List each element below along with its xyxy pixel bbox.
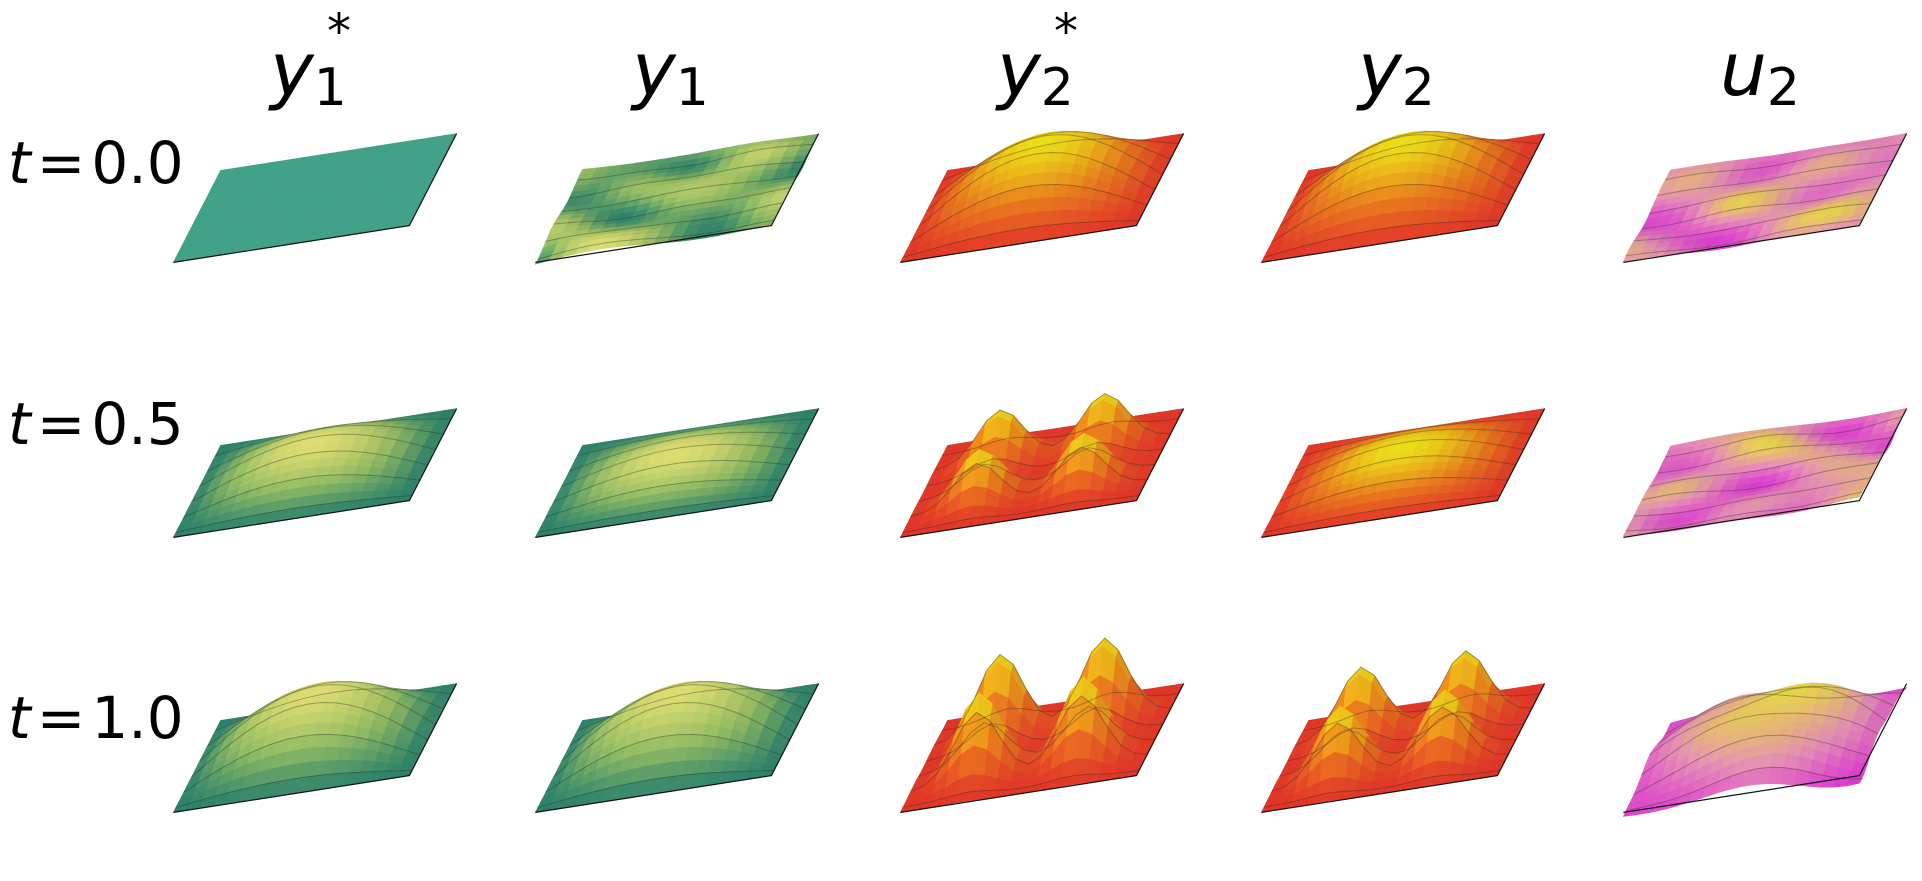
surface-edge (900, 133, 1185, 263)
column-header-var: y (1356, 27, 1403, 113)
contour-line (1303, 138, 1540, 182)
surface-panel-r1-c4 (1260, 130, 1546, 263)
contour-line (1263, 220, 1501, 258)
surface-panels (172, 130, 1908, 817)
surface-facet (1628, 520, 1645, 527)
contour-line (553, 187, 790, 225)
surface-panel-r3-c5 (1622, 682, 1908, 817)
surface-panel-r3-c3 (899, 637, 1185, 813)
column-header-var: y (995, 27, 1042, 113)
column-header-var: y (268, 27, 315, 113)
surface-panel-r1-c1 (172, 133, 458, 263)
column-header-sup: * (327, 4, 351, 60)
contour-line (1279, 151, 1517, 227)
contour-line (926, 134, 1163, 212)
surface-panel-r2-c3 (899, 392, 1185, 538)
contour-line (569, 161, 806, 199)
column-header-4: y2 (1356, 27, 1435, 118)
contour-line (537, 219, 775, 260)
column-header-3: y2 (995, 27, 1074, 118)
contour-line (1287, 134, 1524, 212)
surface-panel-r3-c1 (172, 680, 458, 813)
column-header-var: u (1720, 27, 1767, 113)
column-header-2: y1 (630, 27, 709, 118)
surface-panel-r1-c2 (534, 133, 820, 265)
surface-panel-r2-c4 (1260, 408, 1546, 538)
contour-line (1271, 183, 1509, 243)
contour-line (545, 202, 782, 242)
surface-panel-r1-c3 (899, 130, 1185, 263)
row-label-1: t=0.0 (8, 129, 184, 197)
column-header-sub: 1 (314, 58, 347, 118)
surface-edge (535, 133, 820, 263)
column-header-sup: * (1054, 4, 1078, 60)
contour-line (1295, 131, 1532, 197)
row-labels: t=0.0 t=0.5 t=1.0 (8, 129, 184, 752)
surface-panel-r3-c2 (534, 680, 820, 813)
contour-line (902, 220, 1140, 258)
row-label-3: t=1.0 (8, 684, 184, 752)
surface-edge (173, 133, 458, 263)
surface-panel-r1-c5 (1622, 132, 1908, 263)
column-header-sub: 2 (1041, 58, 1074, 118)
column-header-5: u2 (1720, 27, 1800, 118)
surface-panel-r2-c5 (1622, 407, 1908, 538)
surface-panel-r3-c4 (1260, 650, 1546, 813)
contour-line (577, 143, 814, 181)
column-header-sub: 2 (1767, 58, 1800, 118)
contour-line (910, 183, 1148, 243)
surface-edge (1261, 133, 1546, 263)
row-label-2: t=0.5 (8, 390, 184, 458)
surface-panel-r2-c2 (534, 408, 820, 538)
column-header-1: y1 (268, 27, 347, 118)
contour-line (942, 138, 1179, 182)
contour-line (918, 151, 1156, 227)
surface-facet (1798, 423, 1816, 431)
column-header-sub: 1 (676, 58, 709, 118)
column-header-sub: 2 (1402, 58, 1435, 118)
surface-panel-r2-c1 (172, 408, 458, 538)
column-header-var: y (630, 27, 677, 113)
contour-line (934, 131, 1171, 197)
contour-line (561, 175, 798, 213)
